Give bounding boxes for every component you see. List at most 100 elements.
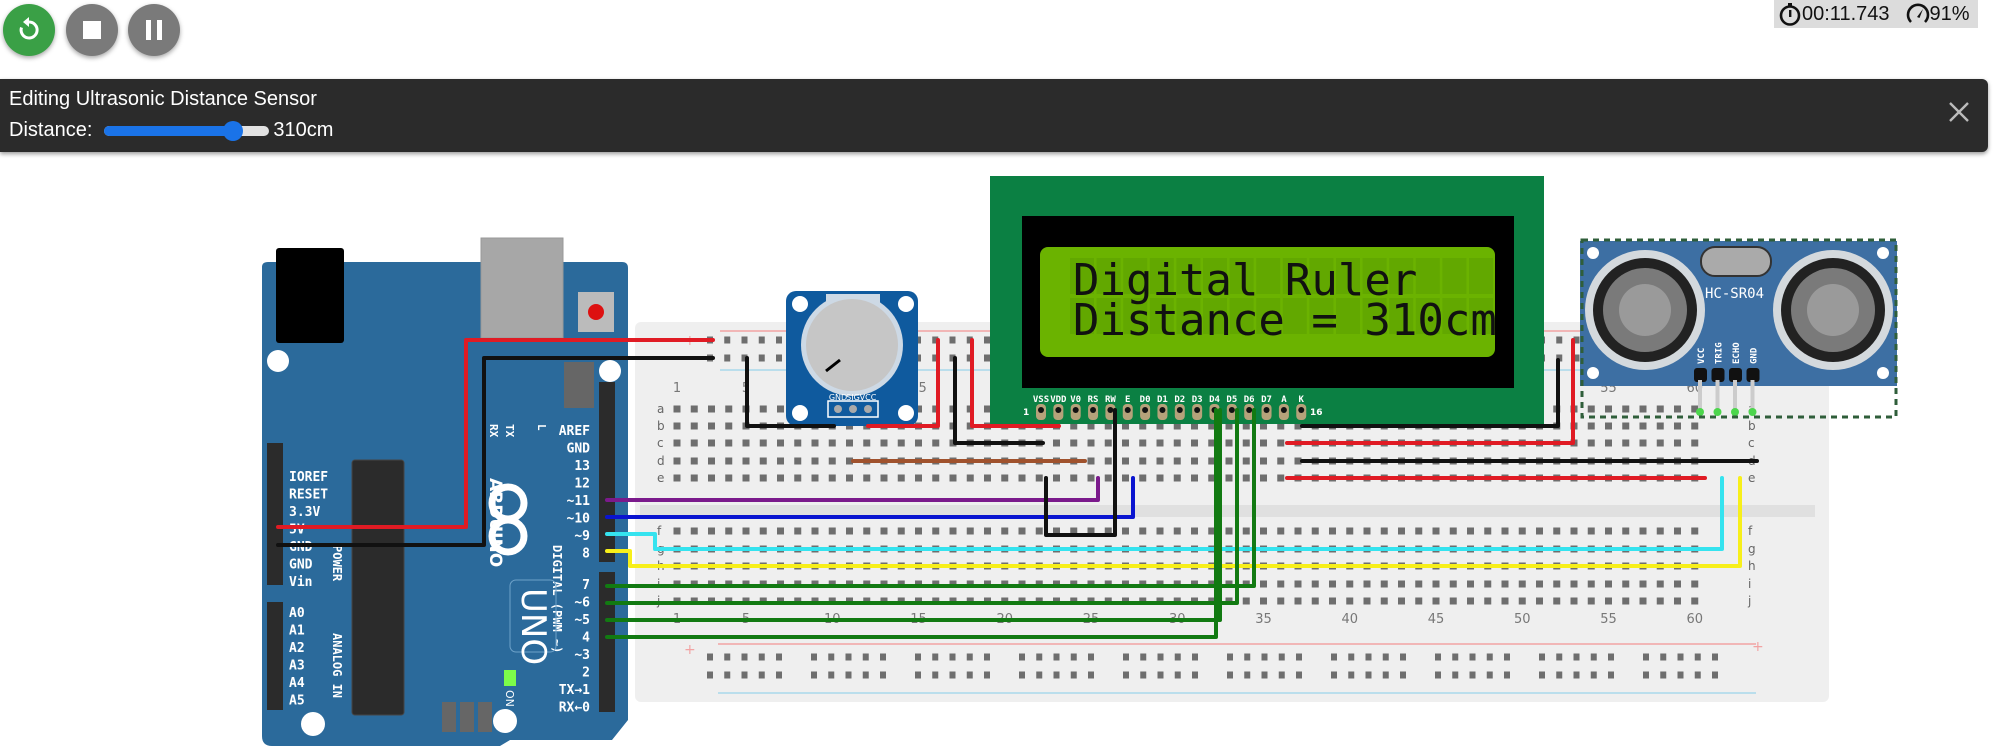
- breadboard-hole: [1639, 562, 1647, 570]
- breadboard-hole: [1363, 439, 1371, 447]
- breadboard-hole: [1260, 597, 1267, 605]
- breadboard-hole: [1191, 457, 1198, 465]
- rail-hole: [966, 653, 973, 661]
- rail-hole: [1712, 671, 1718, 679]
- breadboard-hole: [1294, 405, 1302, 413]
- breadboard-hole: [1587, 405, 1595, 413]
- wire-echo: [605, 476, 1742, 568]
- breadboard-hole: [1329, 562, 1336, 570]
- rail-hole: [1486, 336, 1493, 344]
- lcd-pin-hole: [1124, 407, 1131, 413]
- lcd-char-cell: [1336, 298, 1360, 334]
- breadboard-hole: [1191, 527, 1198, 535]
- rail-hole: [1227, 336, 1233, 344]
- breadboard-hole: [949, 422, 957, 430]
- breadboard-hole: [1173, 474, 1181, 482]
- breadboard-hole: [1622, 562, 1630, 570]
- column-number: 10: [824, 612, 841, 627]
- breadboard-hole: [1242, 597, 1250, 605]
- rail-hole: [811, 653, 817, 661]
- breadboard-hole: [725, 545, 733, 553]
- breadboard-hole: [1260, 405, 1267, 413]
- slider-thumb[interactable]: [223, 120, 244, 141]
- breadboard-hole: [1260, 562, 1267, 570]
- breadboard-hole: [708, 422, 715, 430]
- rail-hole: [880, 671, 886, 679]
- breadboard-hole: [1087, 422, 1095, 430]
- breadboard-hole: [863, 545, 871, 553]
- rail-hole: [1677, 336, 1684, 344]
- power-led: [504, 670, 516, 686]
- breadboard-hole: [915, 474, 922, 482]
- lcd-char-cell: [1203, 298, 1227, 334]
- breadboard-hole: [1329, 527, 1336, 535]
- arduino-uno[interactable]: IOREFRESET3.3V5VGNDGNDVinA0A1A2A3A4A5ARE…: [262, 237, 628, 746]
- breadboard-hole: [1260, 474, 1267, 482]
- breadboard-hole: [725, 597, 733, 605]
- breadboard-hole: [1501, 474, 1509, 482]
- breadboard-hole: [1467, 527, 1474, 535]
- rail-hole: [1660, 336, 1667, 344]
- breadboard-hole: [794, 562, 802, 570]
- breadboard-hole: [1553, 562, 1561, 570]
- breadboard-hole: [1553, 457, 1561, 465]
- breadboard-hole: [1570, 527, 1578, 535]
- rail-hole: [1677, 671, 1684, 679]
- breadboard-hole: [1553, 439, 1561, 447]
- breadboard-hole: [1449, 405, 1457, 413]
- breadboard-hole: [1363, 527, 1371, 535]
- column-number: 15: [910, 381, 927, 396]
- breadboard-hole: [1294, 597, 1302, 605]
- rail-hole: [984, 671, 990, 679]
- breadboard-hole: [742, 545, 750, 553]
- breadboard-hole: [1467, 545, 1474, 553]
- breadboard-hole: [1104, 405, 1112, 413]
- breadboard-hole: [1242, 405, 1250, 413]
- breadboard-hole: [1018, 527, 1026, 535]
- breadboard-hole: [1691, 405, 1699, 413]
- distance-slider[interactable]: [104, 120, 270, 141]
- breadboard-hole: [1398, 457, 1405, 465]
- breadboard-hole: [1104, 527, 1112, 535]
- breadboard-hole: [1277, 439, 1285, 447]
- sensor-pin: [1715, 380, 1720, 410]
- rail-hole: [1088, 336, 1094, 344]
- breadboard-hole: [1277, 422, 1285, 430]
- breadboard-hole: [1070, 422, 1078, 430]
- rail-hole: [1348, 653, 1355, 661]
- breadboard-hole: [949, 545, 957, 553]
- breadboard-hole: [1070, 562, 1078, 570]
- breadboard-hole: [777, 405, 784, 413]
- led-label: RX: [487, 424, 500, 438]
- breadboard-hole: [708, 474, 715, 482]
- restart-button[interactable]: [3, 4, 55, 56]
- wire-trig: [605, 476, 1724, 551]
- breadboard-hole: [1398, 474, 1405, 482]
- breadboard-hole: [725, 422, 733, 430]
- breadboard-hole: [1484, 597, 1492, 605]
- rail-hole: [1036, 653, 1043, 661]
- rail-hole: [862, 354, 869, 362]
- rail-hole: [915, 671, 921, 679]
- column-number: 15: [910, 612, 927, 627]
- header-title: POWER: [330, 545, 344, 582]
- sensor-model: HC-SR04: [1705, 286, 1764, 302]
- breadboard-hole: [880, 562, 888, 570]
- breadboard-hole: [1656, 405, 1664, 413]
- rail-hole: [845, 671, 852, 679]
- close-editor-button[interactable]: [1944, 97, 1974, 127]
- breadboard-hole: [949, 580, 957, 588]
- breadboard-hole: [759, 597, 767, 605]
- breadboard-hole: [932, 527, 940, 535]
- lcd-pin-hole: [1090, 407, 1097, 413]
- rail-hole: [1244, 671, 1251, 679]
- rail-hole: [862, 671, 869, 679]
- breadboard-hole: [1001, 527, 1009, 535]
- stop-button[interactable]: [66, 4, 118, 56]
- rail-hole: [1036, 354, 1043, 362]
- lcd-pin: [1105, 404, 1116, 420]
- pause-button[interactable]: [128, 4, 180, 56]
